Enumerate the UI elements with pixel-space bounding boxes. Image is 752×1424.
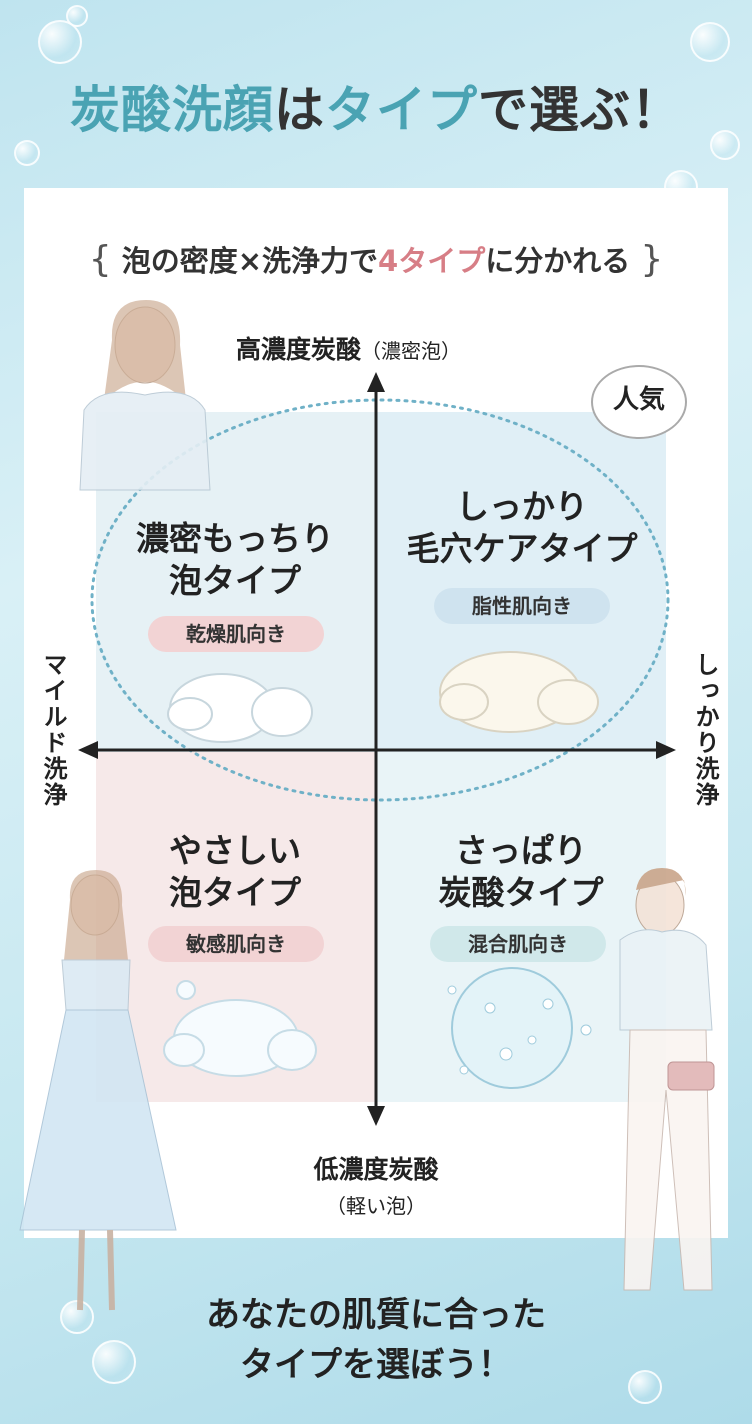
axis-label-top: 高濃度炭酸（濃密泡）	[236, 335, 462, 364]
axis-label-right: しっかり洗浄	[691, 652, 719, 808]
foam-icon	[163, 980, 317, 1077]
arrow-up-icon	[367, 372, 385, 392]
bubble-decoration	[92, 1340, 136, 1384]
arrow-right-icon	[656, 741, 676, 759]
quadrant-title: 濃密もっちり 泡タイプ	[136, 519, 334, 600]
popular-area-ellipse	[90, 398, 670, 802]
skin-type-badge: 混合肌向き	[430, 926, 606, 962]
arrow-left-icon	[78, 741, 98, 759]
subtitle: { 泡の密度×洗浄力で4タイプに分かれる }	[88, 239, 664, 280]
woman-illustration-top-left	[79, 300, 211, 491]
bubble-decoration	[710, 130, 740, 160]
skin-type-badge: 脂性肌向き	[434, 588, 610, 624]
popular-badge: 人気	[591, 365, 687, 439]
foam-icon	[439, 651, 599, 733]
bubble-decoration	[38, 20, 82, 64]
skin-type-badge: 敏感肌向き	[148, 926, 324, 962]
axis-label-bottom: 低濃度炭酸 （軽い泡）	[313, 1155, 439, 1218]
bubble-decoration	[690, 22, 730, 62]
bubble-decoration	[628, 1370, 662, 1404]
bubble-decoration	[60, 1300, 94, 1334]
page-title: 炭酸洗顔はタイプで選ぶ！	[70, 81, 682, 139]
axis-label-left: マイルド洗浄	[39, 652, 67, 808]
carbonated-bubble-icon	[447, 967, 592, 1089]
woman-illustration-bottom-left	[19, 870, 177, 1311]
bubble-decoration	[66, 5, 88, 27]
skin-type-badge: 乾燥肌向き	[148, 616, 324, 652]
quadrant-title: さっぱり 炭酸タイプ	[438, 831, 604, 912]
quadrant-title: しっかり 毛穴ケアタイプ	[406, 487, 638, 568]
arrow-down-icon	[367, 1106, 385, 1126]
footer-message: あなたの肌質に合った タイプを選ぼう！	[206, 1295, 546, 1385]
quadrant-title: やさしい 泡タイプ	[169, 831, 301, 912]
foam-icon	[167, 673, 313, 743]
bubble-decoration	[14, 140, 40, 166]
woman-illustration-bottom-right	[619, 868, 715, 1291]
